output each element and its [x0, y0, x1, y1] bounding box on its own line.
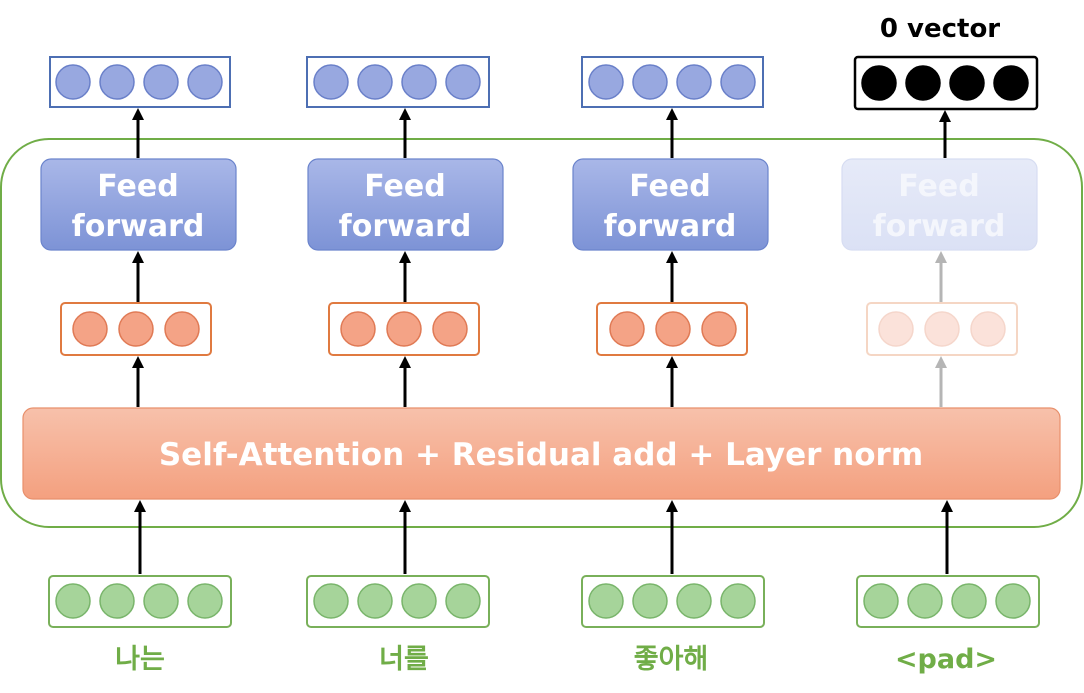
attention-vector-1 — [60, 302, 212, 356]
token-label-2: 너를 — [379, 644, 429, 675]
ff-line-2: forward — [72, 209, 205, 244]
input-embedding-4 — [856, 575, 1040, 628]
self-attention-label: Self-Attention + Residual add + Layer no… — [159, 437, 923, 473]
ff-line-1: Feed — [898, 169, 979, 204]
attention-vector-3 — [596, 302, 748, 356]
output-vector-2 — [306, 56, 490, 108]
feed-forward-box-1: Feed forward — [40, 158, 237, 251]
token-label-4: <pad> — [895, 644, 997, 675]
input-embedding-2 — [306, 575, 490, 628]
input-embedding-1 — [48, 575, 232, 628]
self-attention-block: Self-Attention + Residual add + Layer no… — [22, 407, 1061, 500]
token-label-3: 좋아해 — [634, 644, 709, 675]
output-vector-1 — [49, 56, 231, 108]
attention-vector-4-faded — [866, 302, 1018, 356]
attention-vector-2 — [328, 302, 480, 356]
input-embedding-3 — [581, 575, 765, 628]
feed-forward-box-3: Feed forward — [572, 158, 769, 251]
ff-line-2: forward — [604, 209, 737, 244]
ff-line-1: Feed — [364, 169, 445, 204]
output-vector-3 — [581, 56, 764, 108]
encoder-container — [0, 138, 1083, 528]
ff-line-2: forward — [873, 209, 1006, 244]
feed-forward-box-2: Feed forward — [307, 158, 504, 251]
ff-line-2: forward — [339, 209, 472, 244]
ff-line-1: Feed — [97, 169, 178, 204]
token-label-1: 나는 — [115, 644, 165, 675]
zero-vector-label: 0 vector — [880, 14, 1000, 44]
feed-forward-box-4-faded: Feed forward — [841, 158, 1038, 251]
zero-output-vector — [853, 55, 1039, 111]
ff-line-1: Feed — [629, 169, 710, 204]
